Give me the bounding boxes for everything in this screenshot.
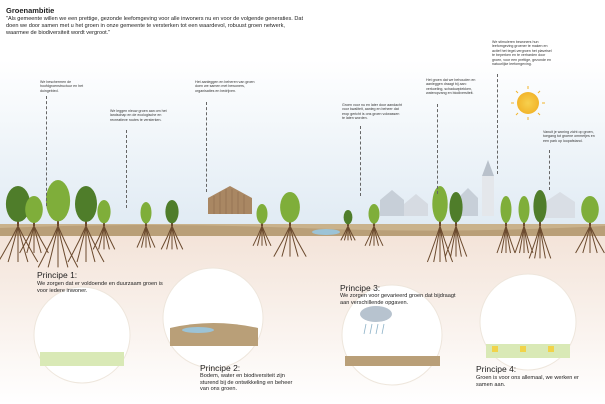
annotation-7: Vanuit je woning zicht op groen, toegang… (543, 130, 595, 143)
leader-line (497, 74, 498, 174)
principle-4-title: Principe 4: (476, 364, 517, 374)
tree-icon (0, 186, 39, 263)
tree-icon (136, 202, 156, 248)
principle-4-text: Groen is voor ons allemaal, we werken er… (476, 375, 579, 388)
leader-line (549, 150, 550, 190)
barn (208, 186, 252, 214)
leader-line (46, 96, 47, 206)
annotation-6: We stimuleren bewoners hun leefomgeving … (492, 40, 552, 67)
tree-icon (37, 180, 79, 268)
principle-1-vignette (33, 286, 131, 384)
leader-line (126, 130, 127, 208)
tree-icon (340, 210, 356, 241)
principle-3-vignette (341, 284, 443, 386)
intro-quote: "Als gemeente willen we een prettige, ge… (6, 16, 304, 36)
principle-1-text: We zorgen dat er voldoende en duurzaam g… (37, 281, 163, 294)
leader-line (206, 102, 207, 192)
tree-icon (444, 192, 468, 257)
annotation-5: Het groen dat we behouden en aanleggen d… (426, 78, 476, 96)
tree-icon (528, 190, 552, 259)
tree-icon (67, 186, 105, 263)
annotation-3: Het aanleggen en beheren van groen doen … (195, 80, 255, 93)
principle-2-title: Principe 2: (200, 363, 241, 373)
principle-2-vignette (162, 267, 264, 369)
pond (312, 229, 340, 235)
sun-icon (511, 86, 545, 120)
annotation-1: We beschermen de hoofdgroenstructuur en … (40, 80, 84, 93)
tree-icon (575, 196, 605, 254)
tree-icon (514, 196, 534, 254)
tree-icon (364, 204, 384, 247)
annotation-2: We leggen nieuw groen aan om het landsch… (110, 109, 167, 122)
tree-icon (426, 186, 454, 263)
principle-2-text: Bodem, water en biodiversiteit zijn stur… (200, 373, 293, 393)
page-title: Groenambitie (6, 6, 55, 15)
village-houses (380, 160, 575, 218)
principle-1-title: Principe 1: (37, 270, 78, 280)
principle-4-vignette (479, 273, 577, 371)
tree-icon (160, 200, 184, 250)
tree-icon (92, 200, 116, 250)
principle-3-text: We zorgen voor gevarieerd groen dat bijd… (340, 293, 456, 306)
leader-line (360, 126, 361, 196)
annotation-4: Groen voor nu en later door aandacht voo… (342, 103, 402, 121)
principle-3-title: Principe 3: (340, 283, 381, 293)
tree-icon (273, 192, 307, 257)
leader-line (437, 104, 438, 194)
tree-icon (496, 196, 516, 254)
tree-icon (19, 196, 49, 254)
tree-icon (252, 204, 272, 247)
